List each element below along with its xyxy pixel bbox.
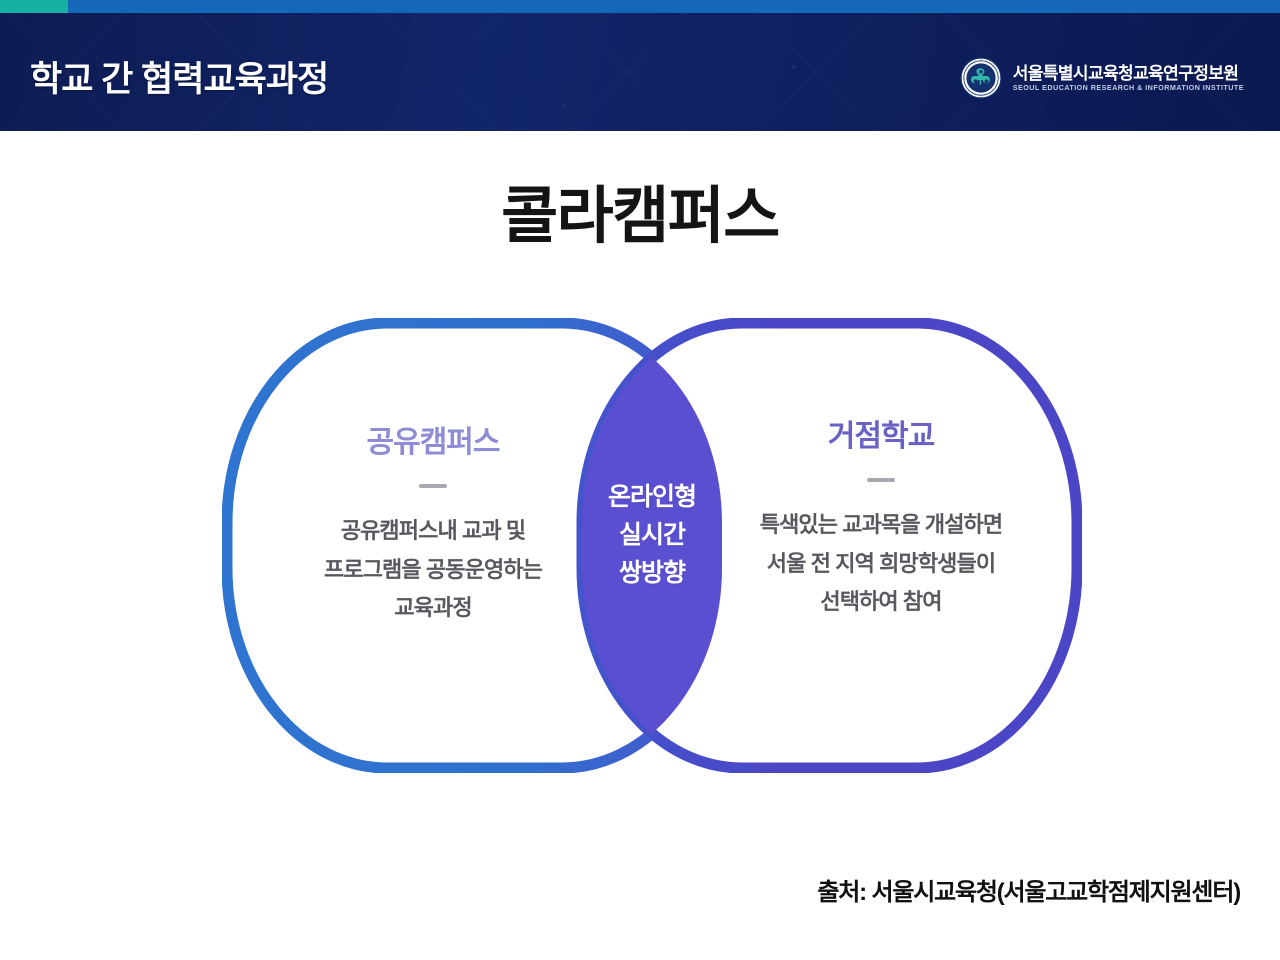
venn-left-body-line: 교육과정 xyxy=(394,595,472,620)
top-accent-bar-teal-segment xyxy=(0,0,68,13)
header-title: 학교 간 협력교육과정 xyxy=(30,60,329,99)
venn-intersection-text: 온라인형 실시간 쌍방향 xyxy=(562,478,742,592)
venn-right-body-line: 선택하여 참여 xyxy=(820,589,942,614)
institution-name-en: SEOUL EDUCATION RESEARCH & INFORMATION I… xyxy=(1012,82,1244,92)
institution-logo: 서울특별시교육청교육연구정보원 SEOUL EDUCATION RESEARCH… xyxy=(960,57,1244,99)
venn-intersection-line: 실시간 xyxy=(618,521,686,549)
venn-left-body-line: 프로그램을 공동운영하는 xyxy=(324,556,543,582)
venn-left-body-line: 공유캠퍼스내 교과 및 xyxy=(340,518,526,543)
venn-right-heading: 거점학교 xyxy=(827,420,935,453)
venn-right-panel: 거점학교 특색있는 교과목을 개설하면 서울 전 지역 희망학생들이 선택하여 … xyxy=(698,318,1064,622)
venn-intersection-line: 온라인형 xyxy=(607,483,697,511)
venn-left-heading: 공유캠퍼스 xyxy=(366,426,501,459)
venn-diagram: 공유캠퍼스 공유캠퍼스내 교과 및 프로그램을 공동운영하는 교육과정 거점학교… xyxy=(222,318,1082,773)
venn-left-panel: 공유캠퍼스 공유캠퍼스내 교과 및 프로그램을 공동운영하는 교육과정 xyxy=(250,318,616,628)
venn-left-body: 공유캠퍼스내 교과 및 프로그램을 공동운영하는 교육과정 xyxy=(250,512,616,628)
venn-diagram-shapes xyxy=(222,318,1082,773)
seoul-education-institute-seal-icon xyxy=(960,57,1002,99)
page-title: 콜라캠퍼스 xyxy=(501,182,780,251)
venn-right-body-line: 특색있는 교과목을 개설하면 xyxy=(759,512,1003,537)
venn-right-divider xyxy=(867,478,895,482)
venn-intersection-line: 쌍방향 xyxy=(618,559,686,587)
venn-right-body: 특색있는 교과목을 개설하면 서울 전 지역 희망학생들이 선택하여 참여 xyxy=(698,506,1064,622)
institution-name-ko: 서울특별시교육청교육연구정보원 xyxy=(1012,63,1239,83)
venn-right-body-line: 서울 전 지역 희망학생들이 xyxy=(766,550,996,576)
slide-header: 학교 간 협력교육과정 xyxy=(0,13,1280,131)
venn-left-divider xyxy=(419,484,447,488)
top-accent-bar xyxy=(0,0,1280,13)
source-caption: 출처: 서울시교육청(서울고교학점제지원센터) xyxy=(817,879,1241,906)
institution-logo-text: 서울특별시교육청교육연구정보원 SEOUL EDUCATION RESEARCH… xyxy=(1013,65,1244,91)
